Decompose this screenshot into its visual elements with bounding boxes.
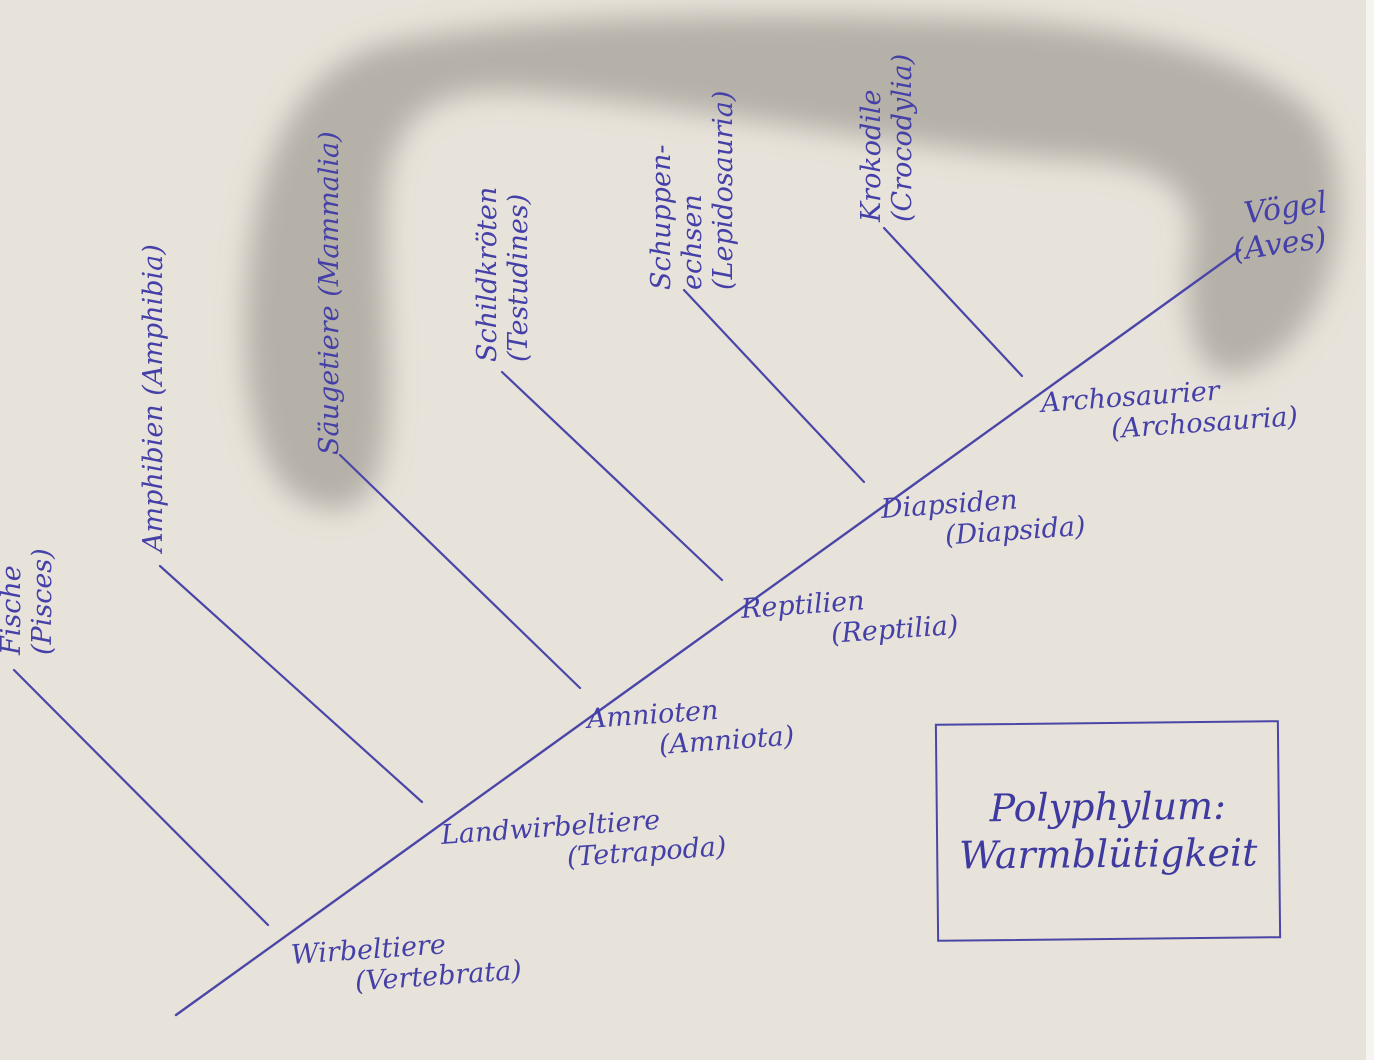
taxon-latin-name: (Crocodylia) [887,53,919,222]
taxon-name: Schildkröten [472,186,503,362]
label-krokodile: Krokodile (Crocodylia) [856,54,918,222]
taxon-name: Amphibien [138,404,169,552]
branch-schildkroeten [500,370,724,582]
taxon-latin-name: (Amphibia) [138,244,169,396]
taxon-name-line-2: echsen [677,194,709,290]
taxon-name: Fische [0,565,27,655]
label-schildkroeten: Schildkröten (Testudines) [472,187,534,362]
paper-edge [1366,0,1374,1060]
taxon-name: Krokodile [856,89,887,222]
polyphylum-note-box: Polyphylum: Warmblütigkeit [934,720,1282,942]
taxon-latin-name: (Testudines) [503,193,535,362]
taxon-latin-name: (Lepidosauria) [708,90,740,290]
branch-amphibien [158,564,424,804]
taxon-name-line-1: Schuppen- [646,144,677,290]
taxon-latin-name: (Pisces) [27,548,59,655]
branch-krokodile [882,226,1024,378]
taxon-latin-name: (Mammalia) [314,131,345,297]
branch-fische [12,668,270,927]
label-fische: Fische (Pisces) [0,548,58,655]
label-schuppenechsen: Schuppen- echsen (Lepidosauria) [646,91,739,290]
taxon-name: Säugetiere [314,305,345,455]
note-line-1: Polyphylum: [989,783,1227,830]
note-line-2: Warmblütigkeit [958,830,1258,878]
label-amphibien: Amphibien (Amphibia) [138,244,169,552]
main-stem-line [174,248,1242,1017]
label-saeugetiere: Säugetiere (Mammalia) [314,131,345,455]
branch-saeugetiere [338,453,582,690]
label-voegel: Vögel (Aves) [1226,185,1334,268]
warmblood-pencil-shading [244,15,1340,510]
branch-schuppenechsen [682,288,866,484]
